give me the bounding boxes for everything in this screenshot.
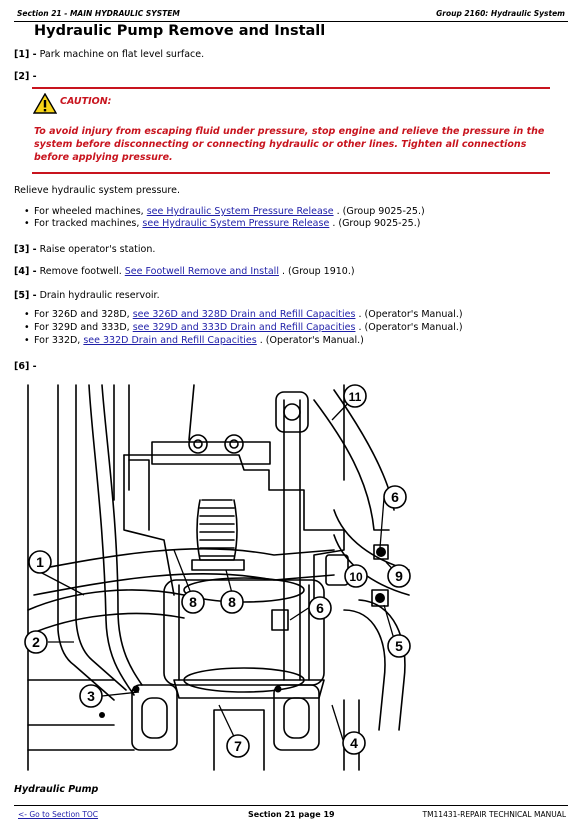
list-item: •For tracked machines, see Hydraulic Sys… (24, 218, 421, 229)
list-item: •For 329D and 333D, see 329D and 333D Dr… (24, 322, 463, 333)
hydraulic-pump-illustration: 1 2 3 4 5 6 6 7 8 8 9 10 11 (24, 384, 411, 771)
step-3: [3] - Raise operator's station. (14, 244, 156, 255)
header-divider (14, 21, 568, 22)
link-pressure-release-tracked[interactable]: see Hydraulic System Pressure Release (142, 218, 330, 229)
caution-bottom-line (32, 172, 550, 174)
callout-2: 2 (32, 634, 40, 650)
callout-5: 5 (395, 638, 403, 654)
callout-10: 10 (349, 570, 363, 584)
callout-6-top: 6 (391, 489, 399, 505)
caution-top-line (32, 87, 550, 89)
list-item: •For wheeled machines, see Hydraulic Sys… (24, 206, 425, 217)
callout-3: 3 (87, 688, 95, 704)
callout-8-left: 8 (189, 594, 197, 610)
callout-11: 11 (349, 390, 362, 404)
step-6: [6] - (14, 361, 37, 372)
step-2: [2] - (14, 71, 37, 82)
relieve-text: Relieve hydraulic system pressure. (14, 185, 180, 196)
caution-label: CAUTION: (60, 96, 112, 107)
page-header: Section 21 - MAIN HYDRAULIC SYSTEM Group… (14, 6, 568, 20)
callout-1: 1 (36, 554, 44, 570)
figure-caption: Hydraulic Pump (14, 784, 99, 795)
callout-6-middle: 6 (316, 600, 324, 616)
link-pressure-release-wheeled[interactable]: see Hydraulic System Pressure Release (146, 206, 334, 217)
list-item: •For 326D and 328D, see 326D and 328D Dr… (24, 309, 463, 320)
section-title: Section 21 - MAIN HYDRAULIC SYSTEM (17, 9, 180, 18)
callout-9: 9 (395, 568, 403, 584)
callout-4: 4 (350, 735, 358, 751)
step-4: [4] - Remove footwell. See Footwell Remo… (14, 266, 355, 277)
manual-id: TM11431-REPAIR TECHNICAL MANUAL (422, 810, 566, 819)
step-5: [5] - Drain hydraulic reservoir. (14, 290, 160, 301)
footer-divider (14, 805, 568, 806)
step-1: [1] - Park machine on flat level surface… (14, 49, 205, 60)
link-footwell[interactable]: See Footwell Remove and Install (124, 266, 279, 277)
section-toc-link[interactable]: <- Go to Section TOC (18, 810, 99, 819)
group-title: Group 2160: Hydraulic System (436, 9, 565, 18)
list-item: •For 332D, see 332D Drain and Refill Cap… (24, 335, 364, 346)
callout-8-right: 8 (228, 594, 236, 610)
caution-text: To avoid injury from escaping fluid unde… (34, 126, 545, 163)
link-capacities-326d[interactable]: see 326D and 328D Drain and Refill Capac… (132, 309, 356, 320)
page-title: Hydraulic Pump Remove and Install (34, 23, 326, 39)
page-number: Section 21 page 19 (248, 810, 335, 819)
link-capacities-329d[interactable]: see 329D and 333D Drain and Refill Capac… (132, 322, 356, 333)
callout-7: 7 (234, 738, 242, 754)
warning-triangle-icon (33, 93, 57, 114)
link-capacities-332d[interactable]: see 332D Drain and Refill Capacities (83, 335, 257, 346)
